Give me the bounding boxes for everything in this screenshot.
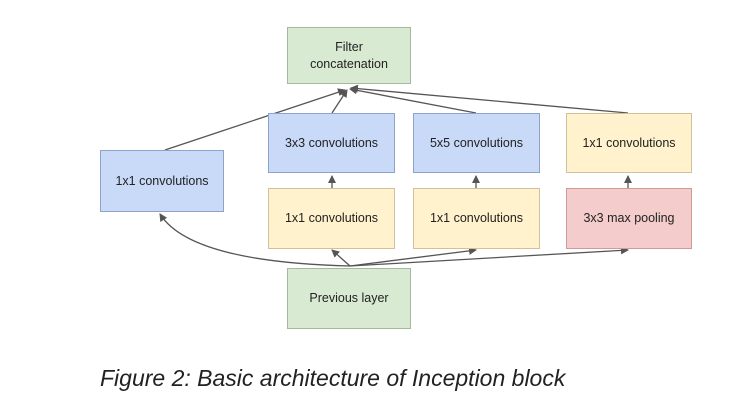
conv1x1-mid2-node: 1x1 convolutions	[413, 188, 540, 249]
edge-left-conv-to-concat	[164, 88, 346, 151]
conv1x1-mid1-node: 1x1 convolutions	[268, 188, 395, 249]
conv1x1-right-top-node: 1x1 convolutions	[566, 113, 692, 173]
figure-caption: Figure 2: Basic architecture of Inceptio…	[100, 365, 566, 391]
filter-concatenation-node: Filter concatenation	[287, 27, 411, 84]
conv1x1-left-node: 1x1 convolutions	[100, 150, 224, 212]
previous-layer-node: Previous layer	[287, 268, 411, 329]
edge-3x3-to-concat	[331, 89, 348, 114]
edge-prev-to-pool	[349, 246, 629, 267]
edge-pool-branch-to-concat	[350, 84, 629, 114]
edge-prev-to-mid1	[331, 249, 351, 267]
conv3x3-node: 3x3 convolutions	[268, 113, 395, 173]
edge-prev-to-mid2	[349, 246, 477, 267]
edge-5x5-to-concat	[349, 86, 477, 114]
edge-prev-to-left-conv	[159, 213, 351, 267]
maxpool3x3-node: 3x3 max pooling	[566, 188, 692, 249]
conv5x5-node: 5x5 convolutions	[413, 113, 540, 173]
